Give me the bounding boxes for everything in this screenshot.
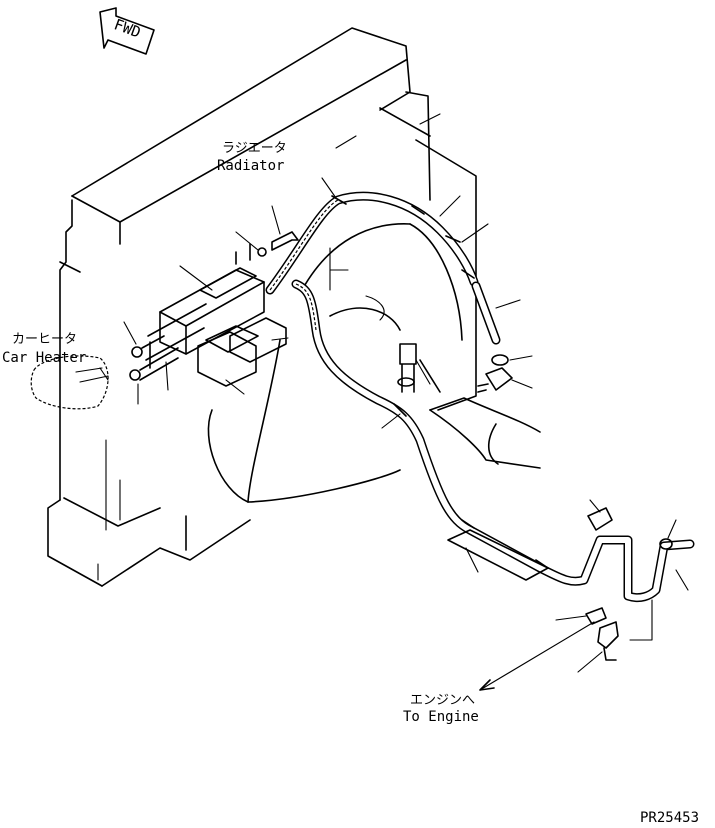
radiator-body (47, 27, 477, 587)
hose-radiator (265, 191, 501, 345)
radiator-label-jp: ラジエータ (222, 141, 287, 156)
car-heater-label-en: Car Heater (2, 350, 86, 366)
washer-icon-2 (397, 377, 415, 387)
clamp-ring-icon (491, 354, 509, 366)
fittings (397, 343, 673, 661)
to-engine-label-en: To Engine (403, 709, 479, 725)
fwd-arrow-icon: FWD (99, 7, 155, 55)
radiator-label: ラジエータ Radiator (217, 141, 287, 174)
to-engine-arrow: エンジンへ To Engine (403, 621, 595, 725)
clamp-block-3 (197, 331, 257, 387)
drain-valve-icon (597, 621, 619, 661)
car-heater-unit (30, 355, 109, 410)
engine-duct (429, 397, 541, 469)
joint-icon (587, 507, 613, 531)
fan-shroud (207, 223, 463, 503)
leader-lines (123, 177, 689, 673)
pipe-bracket (447, 529, 549, 581)
car-heater-label-jp: カーヒータ (12, 332, 77, 347)
car-heater: カーヒータ Car Heater (2, 332, 109, 410)
valve-icon (477, 367, 513, 393)
bolt-upper (257, 231, 299, 257)
clamp-ring-icon-2 (659, 538, 673, 550)
clamp-block-2 (229, 317, 287, 363)
pipe-to-engine (291, 279, 695, 603)
nut-icon (129, 369, 141, 381)
to-engine-label-jp: エンジンへ (410, 693, 475, 708)
drawing-code: PR25453 (640, 810, 699, 826)
fwd-label: FWD (112, 15, 144, 41)
arrowhead-icon (479, 679, 495, 691)
bracket-assembly (129, 243, 287, 387)
clamp-block-1 (205, 325, 259, 353)
radiator-label-en: Radiator (217, 158, 284, 174)
washer-icon (131, 346, 143, 358)
elbow-icon (585, 607, 607, 625)
